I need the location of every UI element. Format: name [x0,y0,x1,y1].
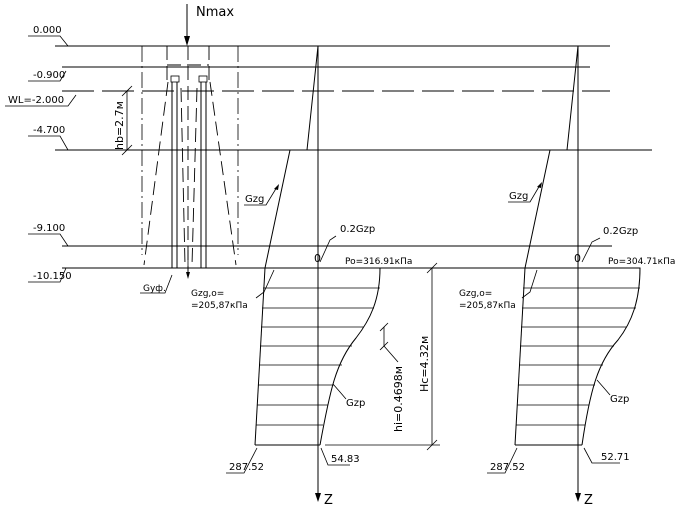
right-zero: 0 [574,252,581,265]
right-gzgo-label-1: Gzg,o= [459,289,492,299]
left-zero: 0 [314,252,321,265]
left-gzg-label: Gzg [245,194,264,205]
right-gzgo-label-2: =205,87кПа [459,301,516,311]
pile-foundation: Gуф. hb=2.7м [113,46,239,294]
left-gzp-label: Gzp [346,398,365,409]
left-gzp-diagram: Z 0 0.2Gzp Po=316.91кПа Gzg,o= =205,87кП… [191,224,440,508]
left-gzgo-label-2: =205,87кПа [191,301,248,311]
right-po-label: Po=304.71кПа [608,257,675,267]
right-gzp-diagram: Z 0 0.2Gzp Po=304.71кПа Gzg,o= =205,87кП… [459,226,675,508]
elevation-wl: WL=-2.000 [8,95,64,106]
elevation-0: 0.000 [33,25,62,36]
gyf-label: Gуф. [143,284,166,294]
elevation-minus-9-1: -9.100 [33,223,65,234]
left-gzgo-label-1: Gzg,o= [191,289,224,299]
elevation-minus-10-15: -10.150 [33,271,72,282]
right-02gzp-label: 0.2Gzp [603,226,638,237]
hi-label: hi=0.4698м [392,366,405,432]
elevation-minus-0-9: -0.900 [33,70,65,81]
left-02gzp-label: 0.2Gzp [340,224,375,235]
right-gzg-diagram: Gzg [508,45,579,269]
load-nmax: Nmax [184,4,234,46]
right-gzg-label: Gzg [509,191,528,202]
right-z-axis: Z [584,493,593,508]
elevation-scale: 0.000 -0.900 WL=-2.000 -4.700 -9.100 -10… [5,25,77,283]
load-label: Nmax [196,5,234,20]
hc-label: Hc=4.32м [418,336,431,392]
hb-label: hb=2.7м [113,101,126,150]
elevation-minus-4-7: -4.700 [33,125,65,136]
right-bottom-value-right: 52.71 [601,452,630,463]
left-z-axis: Z [324,493,333,508]
left-po-label: Po=316.91кПа [345,257,412,267]
left-bottom-value-right: 54.83 [331,454,360,465]
right-gzp-label: Gzp [610,394,629,405]
left-gzg-diagram: Gzg [244,45,319,269]
